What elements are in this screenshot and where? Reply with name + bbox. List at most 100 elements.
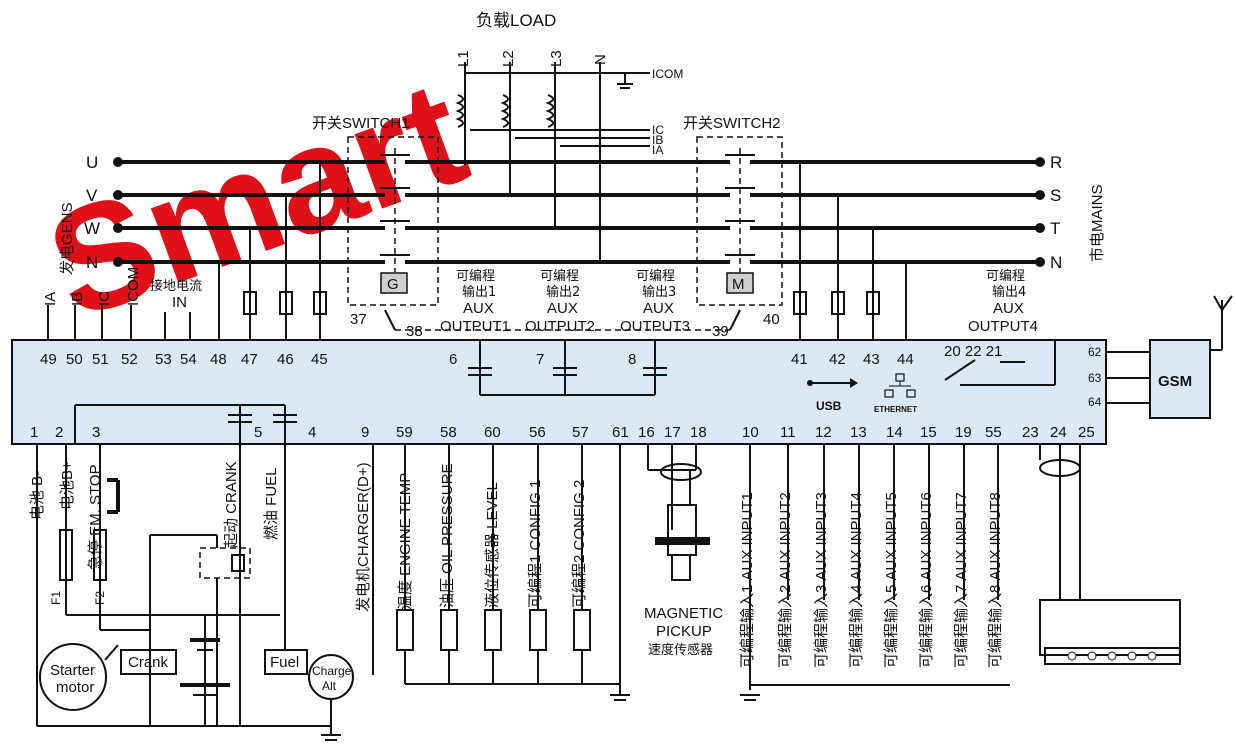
svg-text:F2: F2	[93, 591, 107, 605]
ct-input-labels: IA IB IC ICOM	[42, 267, 142, 306]
svg-text:L1: L1	[455, 50, 472, 67]
svg-text:W: W	[84, 219, 100, 238]
svg-text:OUTPUT1: OUTPUT1	[440, 318, 510, 335]
svg-text:发电机CHARGER(D+): 发电机CHARGER(D+)	[355, 462, 372, 612]
svg-text:OUTPUT2: OUTPUT2	[525, 318, 595, 335]
genset-label: 发电GENS	[59, 202, 76, 275]
svg-text:57: 57	[572, 424, 589, 441]
svg-text:可编程输入4 AUX INPUT4: 可编程输入4 AUX INPUT4	[848, 492, 865, 668]
aux-input-switches	[740, 444, 1010, 701]
svg-text:9: 9	[361, 424, 369, 441]
svg-text:44: 44	[897, 351, 914, 368]
svg-text:F1: F1	[49, 591, 63, 605]
svg-text:输出4: 输出4	[992, 284, 1026, 300]
svg-text:可编程输入6 AUX INPUT6: 可编程输入6 AUX INPUT6	[918, 492, 935, 668]
svg-text:AUX: AUX	[463, 300, 494, 317]
svg-text:Alt: Alt	[322, 679, 337, 693]
svg-text:OUTPUT3: OUTPUT3	[620, 318, 690, 335]
svg-text:59: 59	[396, 424, 413, 441]
svg-text:燃油 FUEL: 燃油 FUEL	[262, 467, 280, 540]
svg-text:电池B+: 电池B+	[59, 461, 76, 510]
svg-text:41: 41	[791, 351, 808, 368]
svg-text:63: 63	[1088, 371, 1102, 385]
svg-text:可编程输入1 AUX INPUT1: 可编程输入1 AUX INPUT1	[739, 492, 756, 668]
svg-text:53: 53	[155, 351, 172, 368]
earth-current-cn: 接地电流	[150, 278, 202, 294]
svg-text:39: 39	[712, 323, 729, 340]
svg-text:15: 15	[920, 424, 937, 441]
switch2-title: 开关SWITCH2	[683, 115, 781, 132]
svg-text:10: 10	[742, 424, 759, 441]
svg-text:USB: USB	[816, 399, 842, 413]
load-title: 负载LOAD	[476, 11, 556, 30]
gsm-module: 62 63 64 GSM	[1088, 295, 1233, 419]
svg-text:13: 13	[850, 424, 867, 441]
current-transformers	[455, 94, 554, 128]
svg-text:12: 12	[815, 424, 832, 441]
svg-text:37: 37	[350, 311, 367, 328]
svg-text:IC: IC	[652, 123, 664, 137]
svg-text:50: 50	[66, 351, 83, 368]
svg-text:19: 19	[955, 424, 972, 441]
svg-text:55: 55	[985, 424, 1002, 441]
controller-body	[11, 339, 1107, 445]
starter-label: Starter	[50, 662, 95, 679]
svg-text:7: 7	[536, 351, 544, 368]
svg-text:51: 51	[92, 351, 109, 368]
svg-text:IA: IA	[652, 143, 663, 157]
svg-text:60: 60	[484, 424, 501, 441]
svg-text:6: 6	[449, 351, 457, 368]
ct-input-ticks	[47, 305, 191, 340]
svg-text:46: 46	[277, 351, 294, 368]
svg-text:8: 8	[628, 351, 636, 368]
svg-text:ETHERNET: ETHERNET	[874, 405, 917, 414]
svg-text:可编程输入7 AUX INPUT7: 可编程输入7 AUX INPUT7	[953, 492, 970, 668]
svg-text:可编程: 可编程	[540, 269, 579, 284]
switch-contacts	[380, 148, 755, 272]
svg-text:ICOM: ICOM	[125, 267, 142, 306]
svg-text:N: N	[86, 253, 98, 272]
output-relay-contacts	[468, 340, 1056, 396]
svg-text:42: 42	[829, 351, 846, 368]
svg-text:起动 CRANK: 起动 CRANK	[223, 461, 240, 548]
voltage-taps	[218, 162, 907, 340]
svg-text:43: 43	[863, 351, 880, 368]
svg-text:MAGNETIC: MAGNETIC	[644, 605, 723, 622]
gen-bus	[113, 157, 1045, 267]
svg-text:电池 B-: 电池 B-	[29, 471, 46, 520]
icom-label: ICOM	[652, 67, 683, 81]
svg-text:IC: IC	[96, 291, 113, 306]
svg-text:25: 25	[1078, 424, 1095, 441]
ethernet-icon: ETHERNET	[874, 373, 917, 414]
switch-control-pins: 37 38 39 40	[350, 309, 780, 340]
svg-text:可编程: 可编程	[986, 269, 1025, 284]
fuel-solenoid-label: Fuel	[270, 654, 299, 671]
controller-bottom-pins: 1 2 3 5 4 9 59 58 60 56 57 61 16 17 18 1…	[30, 424, 1095, 441]
usb-icon: USB	[807, 378, 858, 413]
svg-text:输出2: 输出2	[546, 284, 580, 300]
bottom-wiring	[36, 444, 374, 727]
svg-text:56: 56	[529, 424, 546, 441]
svg-text:38: 38	[406, 323, 423, 340]
gen-phase-labels: U V W N	[84, 153, 100, 272]
svg-text:可编程输入2 AUX INPUT2: 可编程输入2 AUX INPUT2	[777, 492, 794, 668]
mains-label: 市电MAINS	[1089, 184, 1106, 262]
svg-text:58: 58	[440, 424, 457, 441]
svg-text:47: 47	[241, 351, 258, 368]
svg-text:2: 2	[55, 424, 63, 441]
svg-text:17: 17	[664, 424, 681, 441]
svg-text:11: 11	[780, 424, 796, 441]
load-phase-labels: L1 L2 L3 N	[455, 50, 609, 67]
svg-text:IA: IA	[42, 292, 59, 306]
svg-text:3: 3	[92, 424, 100, 441]
crank-relay	[199, 547, 251, 579]
svg-text:40: 40	[763, 311, 780, 328]
svg-text:IB: IB	[69, 292, 86, 306]
svg-text:45: 45	[311, 351, 328, 368]
svg-text:急停 EM. STOP: 急停 EM. STOP	[87, 464, 104, 570]
svg-text:可编程2 CONFIG 2: 可编程2 CONFIG 2	[571, 480, 588, 608]
bottom-labels: 电池 B- 电池B+ 急停 EM. STOP 起动 CRANK 燃油 FUEL …	[29, 461, 1004, 668]
svg-text:L3: L3	[548, 50, 565, 67]
svg-text:64: 64	[1088, 395, 1102, 409]
